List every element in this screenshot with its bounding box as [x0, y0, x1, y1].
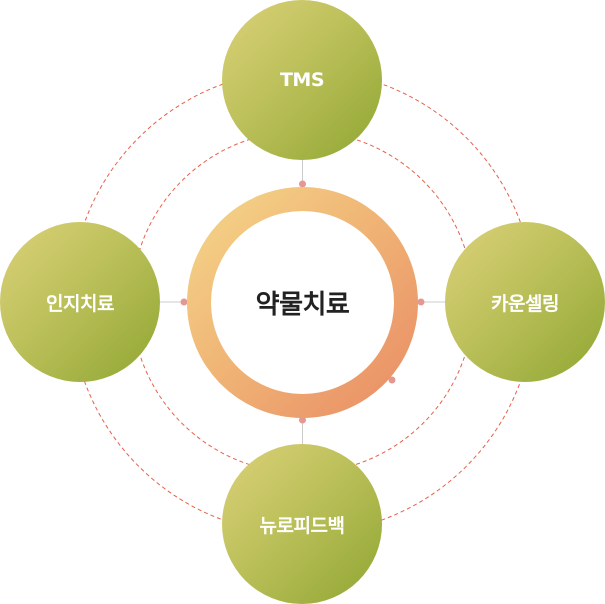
node-tms-label: TMS — [279, 69, 325, 91]
ring-accent-dot — [388, 376, 396, 384]
center-ring: 약물치료 — [187, 187, 418, 418]
connector-dot-left — [180, 298, 188, 306]
node-cognitive-therapy-label: 인지치료 — [46, 292, 114, 315]
connector-dot-bottom — [299, 416, 306, 424]
connector-dot-right — [417, 298, 425, 306]
center-circle: 약물치료 — [211, 211, 394, 394]
connector-dot-top — [299, 180, 306, 188]
node-neurofeedback-label: 뉴로피드백 — [259, 514, 345, 537]
node-cognitive-therapy: 인지치료 — [0, 222, 160, 382]
node-tms: TMS — [222, 0, 382, 160]
node-counseling: 카운셀링 — [445, 222, 605, 382]
center-label: 약물치료 — [255, 290, 350, 320]
node-counseling-label: 카운셀링 — [491, 292, 559, 315]
node-neurofeedback: 뉴로피드백 — [222, 444, 382, 604]
